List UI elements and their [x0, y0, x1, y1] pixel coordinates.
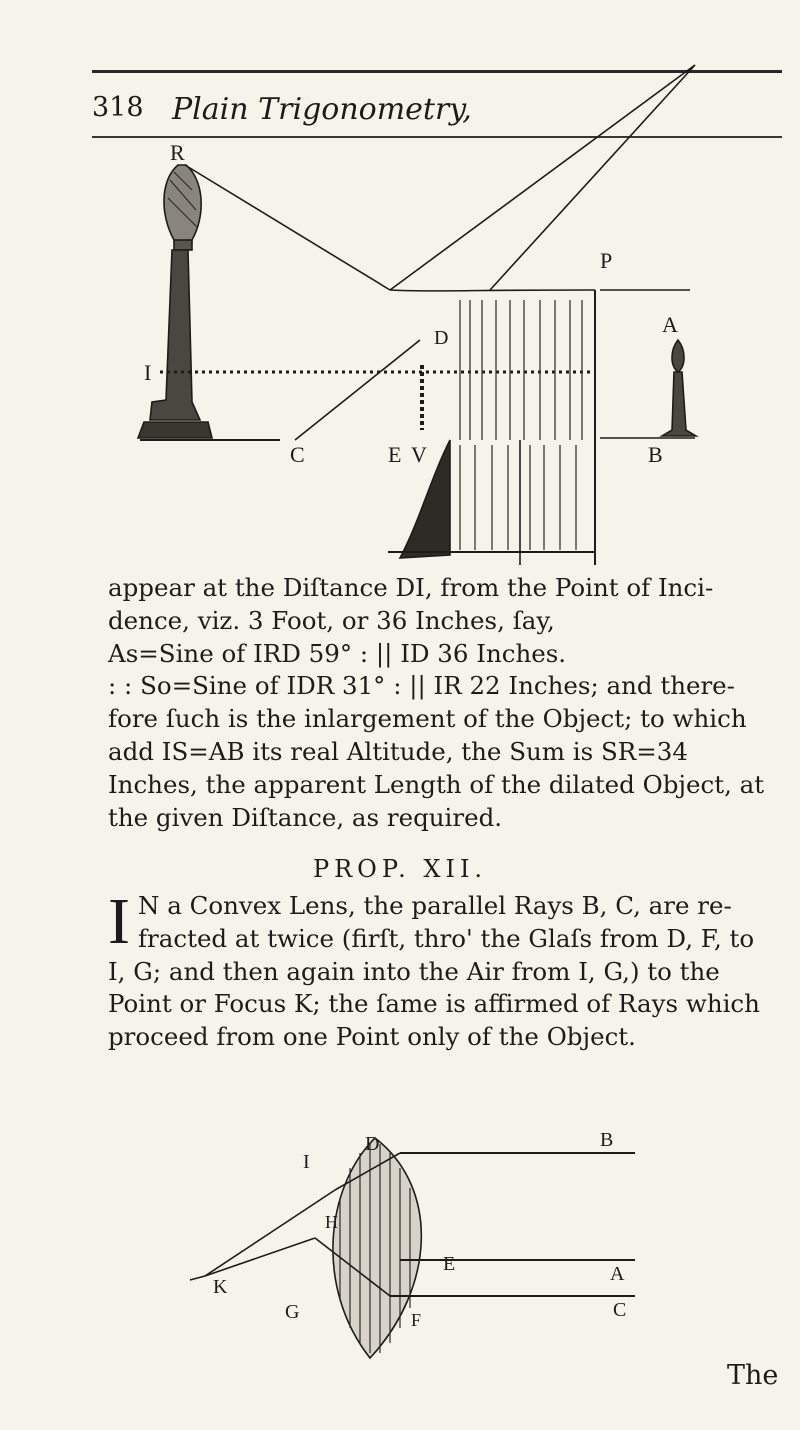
figure1-label-a: A — [662, 312, 678, 337]
figure2-label-d: D — [365, 1133, 379, 1155]
line: As=Sine of IRD 59° : || ID 36 Inches. — [108, 638, 567, 668]
figure1-label-e: E — [388, 442, 401, 467]
figure2-label-e: E — [443, 1253, 455, 1275]
page-header: 318 Plain Trigonometry, — [92, 92, 782, 132]
header-rule — [92, 136, 782, 138]
figure1-label-v: V — [411, 442, 427, 467]
catchword: The — [727, 1360, 779, 1391]
line: Inches, the apparent Length of the dilat… — [108, 769, 765, 799]
figure2-label-g: G — [285, 1301, 299, 1323]
proposition-heading: PROP. XII. — [312, 855, 488, 883]
line: fore ſuch is the inlargement of the Obje… — [108, 704, 747, 734]
paragraph-2: I N a Convex Lens, the parallel Rays B, … — [108, 885, 768, 1054]
figure2-label-i: I — [303, 1151, 310, 1173]
running-title: Plain Trigonometry, — [172, 92, 472, 127]
figure1-label-i: I — [144, 360, 151, 385]
line: add IS=AB its real Altitude, the Sum is … — [108, 736, 688, 766]
figure1-label-p: P — [600, 248, 612, 273]
figure2-label-b: B — [600, 1129, 613, 1151]
figure2-label-k: K — [213, 1276, 228, 1298]
paragraph-2-text: N a Convex Lens, the parallel Rays B, C,… — [108, 891, 760, 1052]
line: the given Diſtance, as required. — [108, 802, 503, 832]
figure1-label-d: D — [434, 327, 448, 349]
figure2-label-c: C — [613, 1299, 626, 1321]
figure2-label-h: H — [325, 1212, 338, 1232]
line: : : So=Sine of IDR 31° : || IR 22 Inches… — [108, 671, 735, 701]
paragraph-1: appear at the Diſtance DI, from the Poin… — [108, 572, 768, 834]
line: appear at the Diſtance DI, from the Poin… — [108, 573, 714, 602]
top-border-rule — [92, 70, 782, 73]
figure1-label-b: B — [648, 442, 663, 467]
drop-cap: I — [108, 885, 130, 958]
line: dence, viz. 3 Foot, or 36 Inches, ſay, — [108, 605, 555, 635]
figure2-label-a: A — [610, 1263, 625, 1285]
convex-lens-figure: D I B H K E A G F C — [189, 1129, 635, 1360]
figure2-label-f: F — [411, 1310, 421, 1330]
figure1-label-r: R — [170, 140, 185, 165]
refraction-figure: R P A I D C E V B — [136, 64, 699, 565]
figure1-label-c: C — [290, 442, 305, 467]
page-number: 318 — [92, 92, 144, 123]
